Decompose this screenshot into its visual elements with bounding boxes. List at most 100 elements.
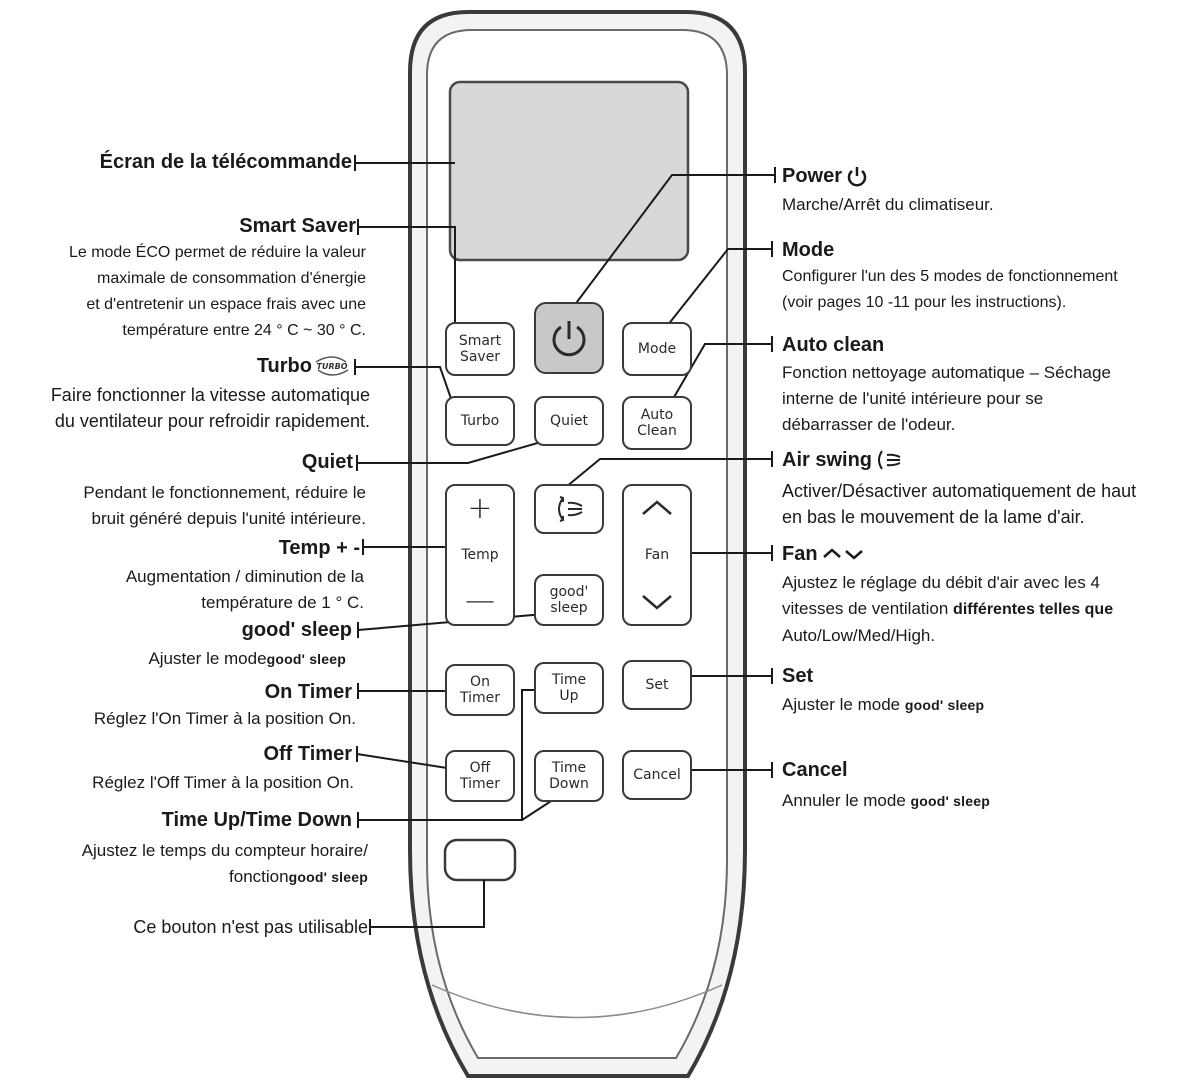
mode-desc-line2: (voir pages 10 -11 pour les instructions…: [782, 294, 1067, 311]
air-swing-icon: [878, 450, 901, 470]
temp-desc: Augmentation / diminution de la températ…: [126, 564, 364, 616]
fan-title-row: Fan: [782, 542, 866, 566]
mode-title: Mode: [782, 239, 835, 261]
power-title: Power: [782, 165, 843, 187]
smart-saver-desc-line2: maximale de consommation d'énergie: [97, 270, 366, 287]
time-down-button[interactable]: Time Down: [534, 750, 604, 802]
set-button-label: Set: [645, 677, 669, 693]
fan-desc-line2-text: vitesses de ventilation: [782, 599, 954, 618]
unused-button-label: Ce bouton n'est pas utilisable: [133, 917, 368, 937]
turbo-title-row: Turbo TURBO: [257, 354, 352, 378]
set-desc-text: Ajuster le mode: [782, 695, 905, 714]
on-timer-button-line2: Timer: [459, 690, 501, 706]
air-swing-title-row: Air swing: [782, 448, 904, 472]
good-sleep-button[interactable]: good' sleep: [534, 574, 604, 626]
good-sleep-button-line1: good': [549, 584, 589, 600]
air-swing-desc: Activer/Désactiver automatiquement de ha…: [782, 478, 1136, 530]
auto-clean-button-line1: Auto: [640, 407, 674, 423]
time-up-down-desc-text: fonction: [229, 867, 289, 886]
turbo-desc-line2: du ventilateur pour refroidir rapidement…: [54, 411, 370, 431]
auto-clean-desc-line2: interne de l'unité intérieure pour se: [782, 389, 1044, 408]
smart-saver-desc-line1: Le mode ÉCO permet de réduire la valeur: [68, 244, 366, 261]
off-timer-button-line2: Timer: [459, 776, 501, 792]
auto-clean-button-line2: Clean: [637, 423, 677, 439]
auto-clean-desc: Fonction nettoyage automatique – Séchage…: [782, 360, 1111, 438]
good-sleep-desc-text: Ajuster le mode: [148, 649, 267, 668]
power-title-row: Power: [782, 164, 868, 188]
time-up-down-desc-line1: Ajustez le temps du compteur horaire/: [81, 841, 368, 860]
auto-clean-desc-line1: Fonction nettoyage automatique – Séchage: [782, 363, 1111, 382]
quiet-desc-line1: Pendant le fonctionnement, réduire le: [83, 483, 366, 502]
smart-saver-desc-line3: et d'entretenir un espace frais avec une: [86, 296, 366, 313]
mode-desc-line1: Configurer l'un des 5 modes de fonctionn…: [782, 268, 1118, 285]
time-down-button-line1: Time: [551, 760, 587, 776]
turbo-desc-line1: Faire fonctionner la vitesse automatique: [50, 385, 370, 405]
cancel-button[interactable]: Cancel: [622, 750, 692, 800]
on-timer-button[interactable]: On Timer: [445, 664, 515, 716]
air-swing-icon: [558, 496, 583, 522]
temp-rocker-button[interactable]: + Temp —: [445, 484, 515, 626]
fan-up-down-icon: [822, 548, 863, 560]
off-timer-button-line1: Off: [469, 760, 491, 776]
quiet-button-label: Quiet: [550, 413, 588, 429]
air-swing-button[interactable]: [534, 484, 604, 534]
good-sleep-button-line2: sleep: [550, 600, 588, 616]
turbo-badge-icon: TURBO: [315, 356, 349, 376]
fan-up-icon[interactable]: [639, 498, 675, 518]
screen-label: Écran de la télécommande: [99, 151, 352, 173]
power-desc: Marche/Arrêt du climatiseur.: [782, 195, 994, 214]
fan-button-label: Fan: [644, 547, 670, 563]
time-up-down-desc-mode: good' sleep: [288, 869, 368, 885]
off-timer-title: Off Timer: [263, 743, 352, 765]
cancel-title: Cancel: [782, 759, 848, 781]
smart-saver-desc-line4: température entre 24 ° C ~ 30 ° C.: [122, 322, 366, 339]
air-swing-desc-line1: Activer/Désactiver automatiquement de ha…: [782, 481, 1137, 501]
off-timer-button[interactable]: Off Timer: [445, 750, 515, 802]
fan-desc: Ajustez le réglage du débit d'air avec l…: [782, 570, 1113, 649]
power-button[interactable]: [534, 302, 604, 374]
air-swing-title: Air swing: [782, 449, 873, 471]
mode-button[interactable]: Mode: [622, 322, 692, 376]
fan-desc-line3: Auto/Low/Med/High.: [782, 626, 936, 645]
good-sleep-desc: Ajuster le modegood' sleep: [148, 646, 346, 672]
fan-desc-line1: Ajustez le réglage du débit d'air avec l…: [782, 573, 1100, 592]
temp-desc-line1: Augmentation / diminution de la: [125, 567, 364, 586]
fan-title: Fan: [782, 543, 818, 565]
cancel-desc: Annuler le mode good' sleep: [782, 788, 990, 814]
turbo-button[interactable]: Turbo: [445, 396, 515, 446]
cancel-button-label: Cancel: [633, 767, 681, 783]
turbo-desc: Faire fonctionner la vitesse automatique…: [51, 382, 370, 434]
time-up-button-line2: Up: [559, 688, 579, 704]
quiet-button[interactable]: Quiet: [534, 396, 604, 446]
on-timer-title: On Timer: [264, 681, 352, 703]
remote-bottom-curve: [431, 984, 723, 1019]
smart-saver-button[interactable]: Smart Saver: [445, 322, 515, 376]
smart-saver-title: Smart Saver: [239, 215, 356, 237]
mode-button-label: Mode: [637, 341, 677, 357]
smart-saver-button-line1: Smart: [458, 333, 502, 349]
on-timer-button-line1: On: [470, 674, 490, 690]
fan-rocker-button[interactable]: Fan: [622, 484, 692, 626]
power-icon: [552, 321, 586, 357]
smart-saver-desc: Le mode ÉCO permet de réduire la valeur …: [69, 240, 366, 344]
good-sleep-title: good' sleep: [241, 619, 352, 641]
temp-plus-button[interactable]: +: [467, 491, 493, 526]
temp-title: Temp + -: [278, 537, 360, 559]
air-swing-desc-line2: en bas le mouvement de la lame d'air.: [782, 507, 1085, 527]
time-up-down-desc: Ajustez le temps du compteur horaire/ fo…: [82, 838, 368, 890]
fan-desc-line2-bold: différentes telles que: [953, 601, 1114, 618]
temp-minus-button[interactable]: —: [465, 583, 495, 618]
time-up-button[interactable]: Time Up: [534, 662, 604, 714]
auto-clean-button[interactable]: Auto Clean: [622, 396, 692, 450]
turbo-button-label: Turbo: [460, 413, 500, 429]
fan-down-icon[interactable]: [639, 592, 675, 612]
remote-display-screen: [448, 80, 690, 262]
smart-saver-button-line2: Saver: [459, 349, 501, 365]
on-timer-desc: Réglez l'On Timer à la position On.: [93, 709, 356, 728]
temp-desc-line2: température de 1 ° C.: [201, 593, 364, 612]
time-up-button-line1: Time: [551, 672, 587, 688]
off-timer-desc: Réglez l'Off Timer à la position On.: [92, 773, 354, 792]
set-desc: Ajuster le mode good' sleep: [782, 692, 984, 718]
set-button[interactable]: Set: [622, 660, 692, 710]
